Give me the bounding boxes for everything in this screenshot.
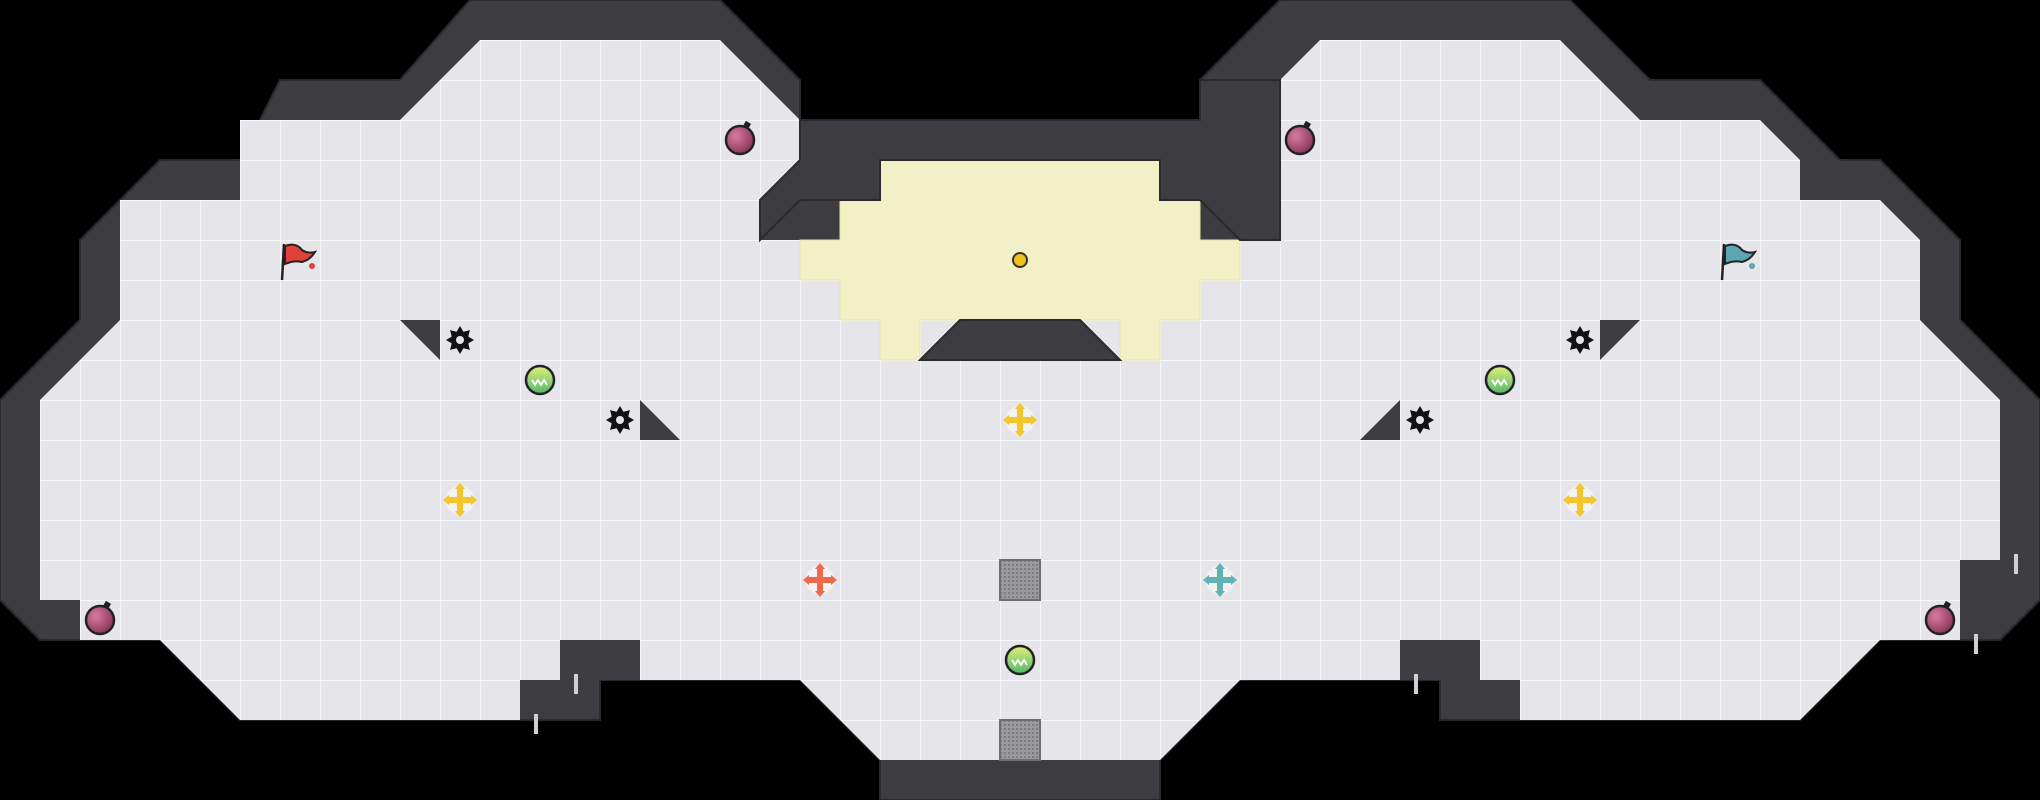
wall-ledge [560, 640, 640, 680]
center-top-wall [759, 79, 1281, 243]
bomb-icon [1284, 120, 1316, 156]
boost-icon [1003, 403, 1037, 437]
floor-left [40, 40, 800, 720]
blue-flag-icon [1720, 243, 1758, 281]
boost-icon [1563, 483, 1597, 517]
spike-icon [1406, 406, 1434, 434]
wall-notch [574, 674, 578, 694]
bomb-icon [724, 120, 756, 156]
powerup-icon [1484, 364, 1516, 396]
diagonal-wall [400, 320, 440, 360]
diagonal-wall [1360, 400, 1400, 440]
floor-right [1240, 40, 2000, 720]
spike-icon [446, 326, 474, 354]
powerup-icon [524, 364, 556, 396]
wall-notch [2014, 554, 2018, 574]
floor-center [800, 240, 1240, 760]
gate [999, 559, 1041, 601]
blue-boost-icon [1203, 563, 1237, 597]
bomb-icon [84, 600, 116, 636]
boost-icon [443, 483, 477, 517]
wall-ledge [1400, 640, 1480, 680]
wall-notch [1974, 634, 1978, 654]
wall-notch [534, 714, 538, 734]
center-bump-wall [917, 319, 1123, 361]
spike-icon [606, 406, 634, 434]
bomb-icon [1924, 600, 1956, 636]
portal [1012, 252, 1028, 268]
diagonal-wall [1600, 320, 1640, 360]
red-boost-icon [803, 563, 837, 597]
diagonal-wall [640, 400, 680, 440]
wall-notch [1414, 674, 1418, 694]
spike-icon [1566, 326, 1594, 354]
powerup-icon [1004, 644, 1036, 676]
gate [999, 719, 1041, 761]
red-flag-icon [280, 243, 318, 281]
